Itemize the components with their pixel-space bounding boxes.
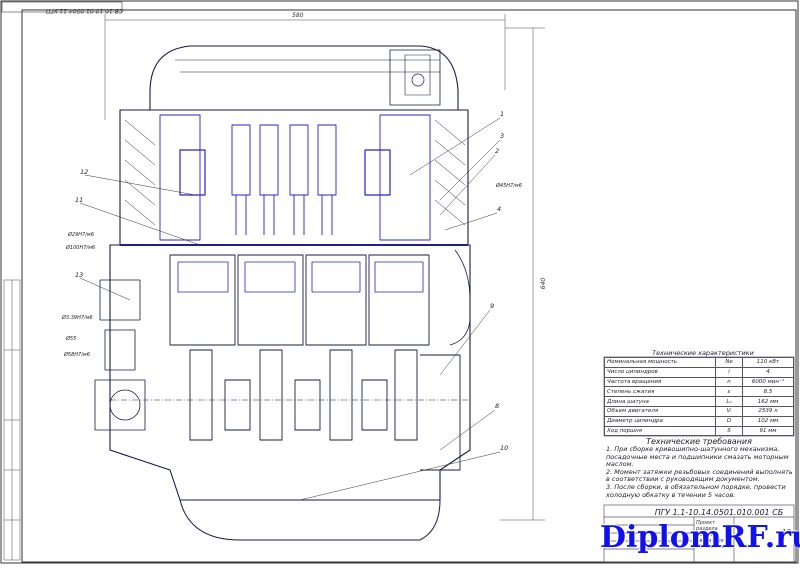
spec-value: 91 мм (742, 425, 794, 437)
requirements-list: 1. При сборке кривошипно-шатунного механ… (606, 445, 794, 499)
spec-value: 6000 мин⁻¹ (742, 376, 794, 388)
watermark-logo: DiplomRF.ru (600, 520, 800, 555)
callout-13: 13 (75, 271, 84, 279)
spec-name: Число цилиндров (604, 366, 716, 378)
list-item: 1. При сборке кривошипно-шатунного механ… (606, 445, 789, 469)
spec-value: 102 мм (742, 415, 794, 427)
sheet-number: 12 (782, 528, 791, 536)
spec-name: Степень сжатия (604, 386, 716, 398)
fit-note-5: Ø55 (66, 336, 77, 342)
dimension-lines (104, 14, 545, 521)
spec-symbol: ε (715, 386, 743, 398)
engine-section (94, 45, 471, 541)
callout-12: 12 (80, 168, 89, 176)
spec-symbol: n (715, 376, 743, 388)
callout-9: 9 (490, 302, 495, 310)
callout-10: 10 (500, 444, 509, 452)
specs-title: Технические характеристики (652, 349, 754, 357)
spec-name: Длина шатуна (604, 396, 716, 407)
spec-name: Диаметр цилиндра (604, 415, 716, 427)
drawing-code-top: СВ.10.10.01.0504.11.УГП (45, 7, 123, 14)
document-code: ПГУ 1.1-10.14.0501.010.001 СБ (654, 508, 784, 517)
width-dimension: 580 (292, 12, 304, 19)
spec-value: 4 (742, 366, 794, 378)
spec-symbol: i (715, 366, 743, 378)
list-item: 3. После сборки, в обязательном порядке,… (606, 482, 786, 499)
spec-value: 162 мм (742, 396, 794, 407)
left-strip (3, 279, 21, 561)
spec-name: Номинальная мощность (604, 357, 716, 368)
spec-symbol: Vₗ (715, 405, 743, 417)
spec-symbol: S (715, 425, 743, 437)
callout-4: 4 (497, 205, 502, 213)
spec-symbol: Lₙ (715, 396, 743, 407)
spec-name: Частота вращения (604, 376, 716, 388)
fit-note-4: Ø3.39Н7/м6 (62, 315, 93, 321)
spec-name: Объем двигателя (604, 405, 716, 417)
fit-note-1: Ø45Н7/м6 (496, 183, 522, 189)
fit-note-2: Ø29Н7/м6 (68, 232, 94, 238)
spec-symbol: Ne (715, 357, 743, 368)
callout-1: 1 (500, 110, 505, 118)
spec-value: 110 кВт (742, 357, 794, 368)
leader-lines (79, 117, 501, 501)
callout-8: 8 (495, 402, 500, 410)
spec-value: 2539 л (742, 405, 794, 417)
spec-value: 8.5 (742, 386, 794, 398)
fit-note-6: Ø58Н7/м6 (64, 352, 90, 358)
spec-name: Ход поршня (604, 425, 716, 437)
callout-2: 2 (495, 147, 500, 155)
fit-note-3: Ø100Н7/м6 (66, 245, 96, 251)
callout-3: 3 (500, 132, 505, 140)
list-item: 2. Момент затяжки резьбовых соединений в… (606, 467, 793, 484)
spec-symbol: D (715, 415, 743, 427)
requirements-title: Технические требования (646, 437, 752, 446)
height-dimension: 640 (540, 277, 548, 290)
callout-11: 11 (75, 196, 84, 204)
document-name: Проект раздела ремонта двигателя ЗМЗ точ… (696, 520, 724, 550)
